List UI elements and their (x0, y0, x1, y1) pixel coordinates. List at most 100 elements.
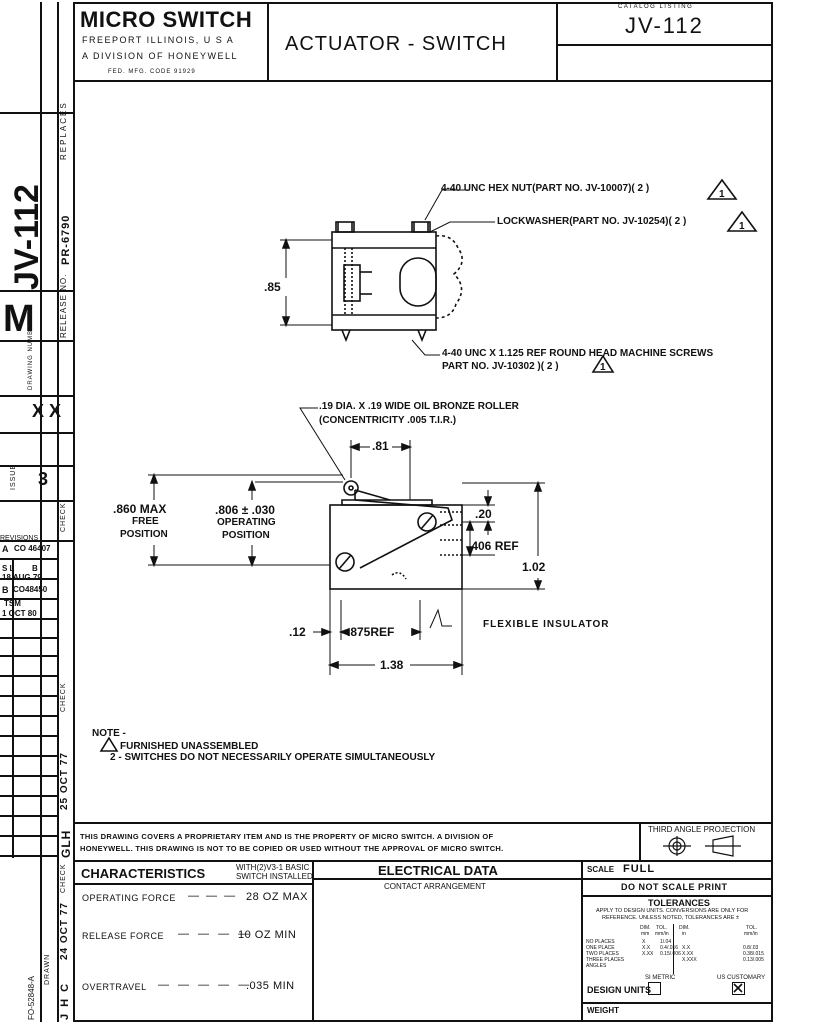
strip-rule (0, 465, 75, 467)
drawing-title: ACTUATOR - SWITCH (285, 33, 507, 55)
note-2: 2 - SWITCHES DO NOT NECESSARILY OPERATE … (110, 752, 436, 763)
char-dashes: — — — (188, 890, 238, 902)
free-label: FREE (132, 516, 159, 527)
tol-col: mm/in (655, 931, 669, 937)
strip-rule (0, 112, 75, 114)
char-dashes: — — — — — (158, 979, 253, 991)
revisions-label: REVISIONS (0, 535, 39, 542)
tol-cell: X (642, 939, 646, 945)
tol-cell: X.XXX (682, 957, 697, 963)
tol-row-label: ANGLES (586, 963, 607, 969)
catalog-number: JV-112 (625, 13, 704, 38)
issue-marks: X X (32, 401, 62, 421)
tol-col: in (682, 931, 686, 937)
tol-cell: X.X (642, 945, 651, 951)
switch-body (329, 504, 463, 590)
revision-code: B (32, 564, 38, 573)
revision-code: CO 46407 (14, 544, 51, 553)
tol-row-label: NO PLACES (586, 939, 615, 945)
tol-cell: 0.38/.015 (743, 951, 764, 957)
callout-roller-1: .19 DIA. X .19 WIDE OIL BRONZE ROLLER (319, 401, 519, 412)
dim-012: .12 (289, 625, 306, 639)
callout-lockwasher: LOCKWASHER(PART NO. JV-10254)( 2 ) (497, 216, 687, 227)
catalog-label: CATALOG LISTING (618, 4, 694, 10)
revision-grid-line (0, 775, 58, 777)
proprietary-line-2: HONEYWELL. THIS DRAWING IS NOT TO BE COP… (80, 844, 504, 853)
revision-letter: A (2, 544, 9, 554)
char-value: .035 MIN (246, 980, 295, 992)
callout-screws-2: PART NO. JV-10302 )( 2 ) (442, 361, 559, 372)
revision-grid-line (0, 755, 58, 757)
tol-row-label: ONE PLACE (586, 945, 615, 951)
contact-arrangement: CONTACT ARRANGEMENT (384, 882, 486, 891)
note-1: FURNISHED UNASSEMBLED (120, 741, 259, 752)
revision-grid-line (0, 578, 58, 580)
strip-rule (0, 540, 75, 542)
tol-row-label: THREE PLACES (586, 957, 625, 963)
tolerance-table: NO PLACES X 1/.04 ONE PLACE X.X 0.4/.016… (586, 940, 771, 975)
triangle-label: 1 (739, 221, 745, 232)
dim-081: .81 (372, 439, 389, 453)
notes-heading: NOTE - (92, 728, 126, 739)
callout-screws-1: 4-40 UNC X 1.125 REF ROUND HEAD MACHINE … (442, 348, 714, 359)
catalog-rule (556, 44, 773, 46)
revision-letter: S L (2, 564, 15, 573)
revision-grid-line (0, 637, 58, 639)
characteristics-heading: CHARACTERISTICS (81, 866, 206, 881)
tol-cell: 0.15/.006 (660, 951, 681, 957)
bottom-divider (639, 822, 641, 862)
title-bottom-rule (73, 80, 773, 82)
dim-138: 1.38 (380, 658, 404, 672)
tolerance-note-1: APPLY TO DESIGN UNITS. CONVERSIONS ARE O… (596, 908, 749, 914)
scale-label: SCALE (587, 865, 615, 874)
scale-value: FULL (623, 863, 656, 875)
callout-roller-2: (CONCENTRICITY .005 T.I.R.) (319, 415, 457, 426)
char-dashes: — — — — (178, 928, 253, 940)
roller (343, 480, 359, 496)
strip-rule (0, 395, 75, 397)
us-customary-label: US CUSTOMARY (717, 975, 766, 981)
third-angle-projection-icon (663, 835, 741, 857)
char-value: 28 OZ MAX (246, 891, 308, 903)
strip-rule (0, 500, 75, 502)
characteristics-sub-2: SWITCH INSTALLED (236, 872, 313, 881)
company-name: MICRO SWITCH (80, 7, 253, 32)
tolerance-divider (673, 924, 674, 974)
char-value: 10 OZ MIN (238, 929, 297, 941)
weight-label: WEIGHT (587, 1006, 619, 1015)
issue-number: 3 (38, 469, 49, 489)
bottom-rule (73, 860, 773, 862)
revision-grid-line (0, 598, 58, 600)
revision-grid-line (0, 695, 58, 697)
revision-grid-line (0, 815, 58, 817)
revision-code: 18 AUG 79 (2, 574, 42, 582)
char-label: RELEASE FORCE (82, 931, 165, 941)
dim-875: .875REF (347, 625, 395, 639)
revision-grid-line (0, 675, 58, 677)
fed-code: FED. MFG. CODE 91929 (108, 69, 196, 75)
drawing-frame (73, 2, 773, 1022)
revision-grid-line (0, 835, 58, 837)
tolerances-heading: TOLERANCES (648, 898, 710, 908)
address-line-2: A DIVISION OF HONEYWELL (82, 51, 239, 61)
dim-102: 1.02 (522, 560, 546, 574)
tol-col: mm/in (744, 931, 758, 937)
callout-hex-nut: 4-40 UNC HEX NUT(PART NO. JV-10007)( 2 ) (441, 183, 650, 194)
revision-code: CO48450 (13, 585, 48, 594)
tol-col: mm (641, 931, 650, 937)
revision-letter: B (2, 585, 9, 595)
revision-grid-line (0, 655, 58, 657)
si-metric-checkbox[interactable] (648, 982, 661, 995)
triangle-label: 1 (600, 362, 606, 373)
operating-position-label: POSITION (222, 530, 270, 541)
tol-cell: 0.8/.03 (743, 945, 759, 951)
electrical-rule (312, 878, 582, 880)
side-strip-divider (40, 2, 42, 1022)
char-label: OVERTRAVEL (82, 982, 147, 992)
tol-cell: X.X (682, 945, 691, 951)
triangle-label: 1 (719, 189, 725, 200)
us-customary-checkbox[interactable] (732, 982, 745, 995)
flexible-insulator-label: FLEXIBLE INSULATOR (483, 619, 610, 630)
tol-col: TOL. (746, 925, 758, 931)
revision-grid-line (0, 795, 58, 797)
